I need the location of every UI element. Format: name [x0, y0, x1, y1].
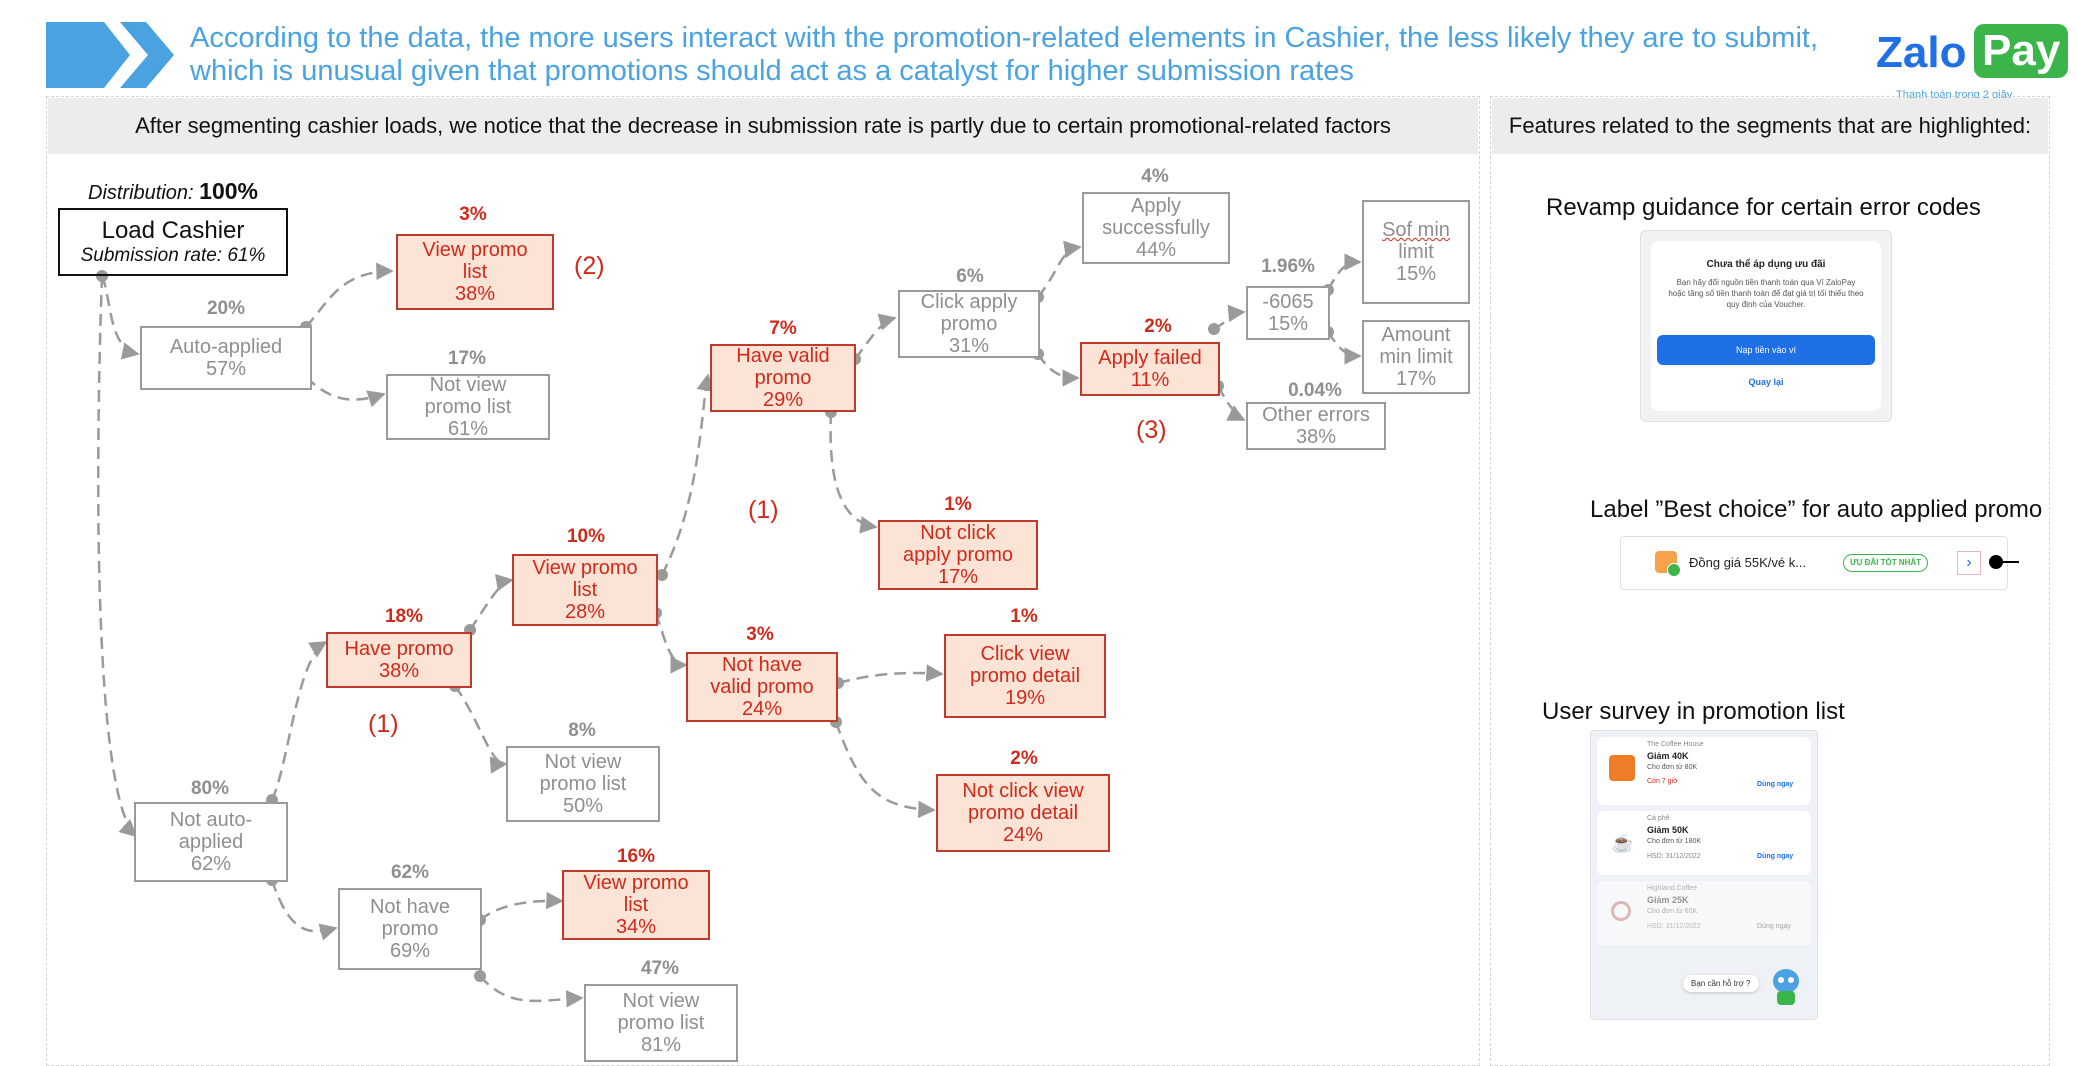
support-chat-bubble[interactable]: Bạn cần hỗ trợ ? [1683, 975, 1759, 992]
dialog-title: Chưa thể áp dụng ưu đãi [1706, 259, 1826, 270]
other-errors-pct: 0.04% [1288, 380, 1342, 401]
coffee-cup-icon: ☕ [1611, 833, 1634, 853]
left-panel-heading: After segmenting cashier loads, we notic… [48, 98, 1478, 154]
support-mascot-icon[interactable] [1769, 967, 1803, 1007]
back-button[interactable]: Quay lại [1748, 377, 1784, 387]
not-view-promo-list-b-pct: 8% [568, 720, 596, 741]
chevron-arrow-icon [46, 22, 174, 88]
note-2: (2) [574, 252, 605, 280]
highland-logo-icon [1611, 901, 1631, 921]
click-view-detail-pct: 1% [1010, 606, 1038, 627]
use-now-button[interactable]: Dùng ngay [1757, 781, 1794, 788]
err-6065-pct: 1.96% [1261, 256, 1315, 277]
promo-ticket-icon [1655, 551, 1681, 577]
top-up-wallet-button[interactable]: Nạp tiền vào ví [1657, 335, 1875, 365]
apply-failed-pct: 2% [1144, 316, 1172, 337]
coffee-house-logo-icon [1609, 755, 1635, 781]
right-panel-heading: Features related to the segments that ar… [1492, 98, 2048, 154]
auto-applied-pct: 20% [206, 298, 246, 319]
promo-text: Đồng giá 55K/vé k... [1689, 555, 1807, 570]
not-have-promo-pct: 62% [390, 862, 430, 883]
dialog-body: Bạn hãy đổi nguồn tiền thanh toán qua Ví… [1668, 278, 1864, 309]
not-view-promo-list-a-pct: 17% [447, 348, 487, 369]
use-now-button[interactable]: Dùng ngay [1757, 853, 1794, 860]
have-valid-promo-pct: 7% [769, 318, 797, 339]
view-promo-list-c-pct: 16% [616, 846, 656, 867]
root-load-cashier: Load Cashier Submission rate: 61% [58, 208, 288, 276]
distribution-label: Distribution: 100% [88, 178, 258, 204]
pointer-dot-icon [1989, 555, 2003, 569]
click-apply-promo-pct: 6% [956, 266, 984, 287]
not-have-valid-promo-pct: 3% [746, 624, 774, 645]
chevron-right-icon[interactable]: › [1957, 551, 1981, 575]
feature-3-title: User survey in promotion list [1542, 698, 1845, 725]
logo-zalo: Zalo [1876, 28, 1967, 77]
note-1-upper: (1) [748, 496, 779, 524]
page-title: According to the data, the more users in… [190, 22, 1819, 87]
feature-1-title: Revamp guidance for certain error codes [1546, 194, 1981, 221]
best-choice-badge: ƯU ĐÃI TỐT NHẤT [1843, 554, 1929, 572]
voucher-card[interactable]: Highland Coffee Giảm 25K Cho đơn từ 60K … [1597, 881, 1811, 945]
promotion-list-mockup: The Coffee House Giảm 40K Cho đơn từ 80K… [1590, 730, 1818, 1020]
logo-tagline: Thanh toán trong 2 giây [1896, 89, 2013, 101]
error-dialog-mockup: Chưa thể áp dụng ưu đãi Bạn hãy đổi nguồ… [1640, 230, 1892, 422]
have-promo-pct: 18% [384, 606, 424, 627]
feature-2-title: Label ”Best choice” for auto applied pro… [1590, 496, 2043, 523]
not-click-apply-promo-pct: 1% [944, 494, 972, 515]
best-choice-promo-row[interactable]: Đồng giá 55K/vé k... ƯU ĐÃI TỐT NHẤT › [1620, 536, 2019, 590]
voucher-card[interactable]: The Coffee House Giảm 40K Cho đơn từ 80K… [1597, 737, 1811, 805]
view-promo-list-a-pct: 3% [459, 204, 487, 225]
apply-successfully-pct: 4% [1141, 166, 1169, 187]
logo-pay: Pay [1974, 24, 2069, 78]
view-promo-list-b-pct: 10% [566, 526, 606, 547]
note-3: (3) [1136, 416, 1167, 444]
voucher-card[interactable]: ☕ Cà phê Giảm 50K Cho đơn từ 180K HSD: 3… [1597, 811, 1811, 875]
note-1-lower: (1) [368, 710, 399, 738]
not-auto-applied-pct: 80% [190, 778, 230, 799]
use-now-button[interactable]: Dùng ngay [1757, 923, 1791, 930]
not-view-promo-list-c-pct: 47% [640, 958, 680, 979]
not-click-view-detail-pct: 2% [1010, 748, 1038, 769]
